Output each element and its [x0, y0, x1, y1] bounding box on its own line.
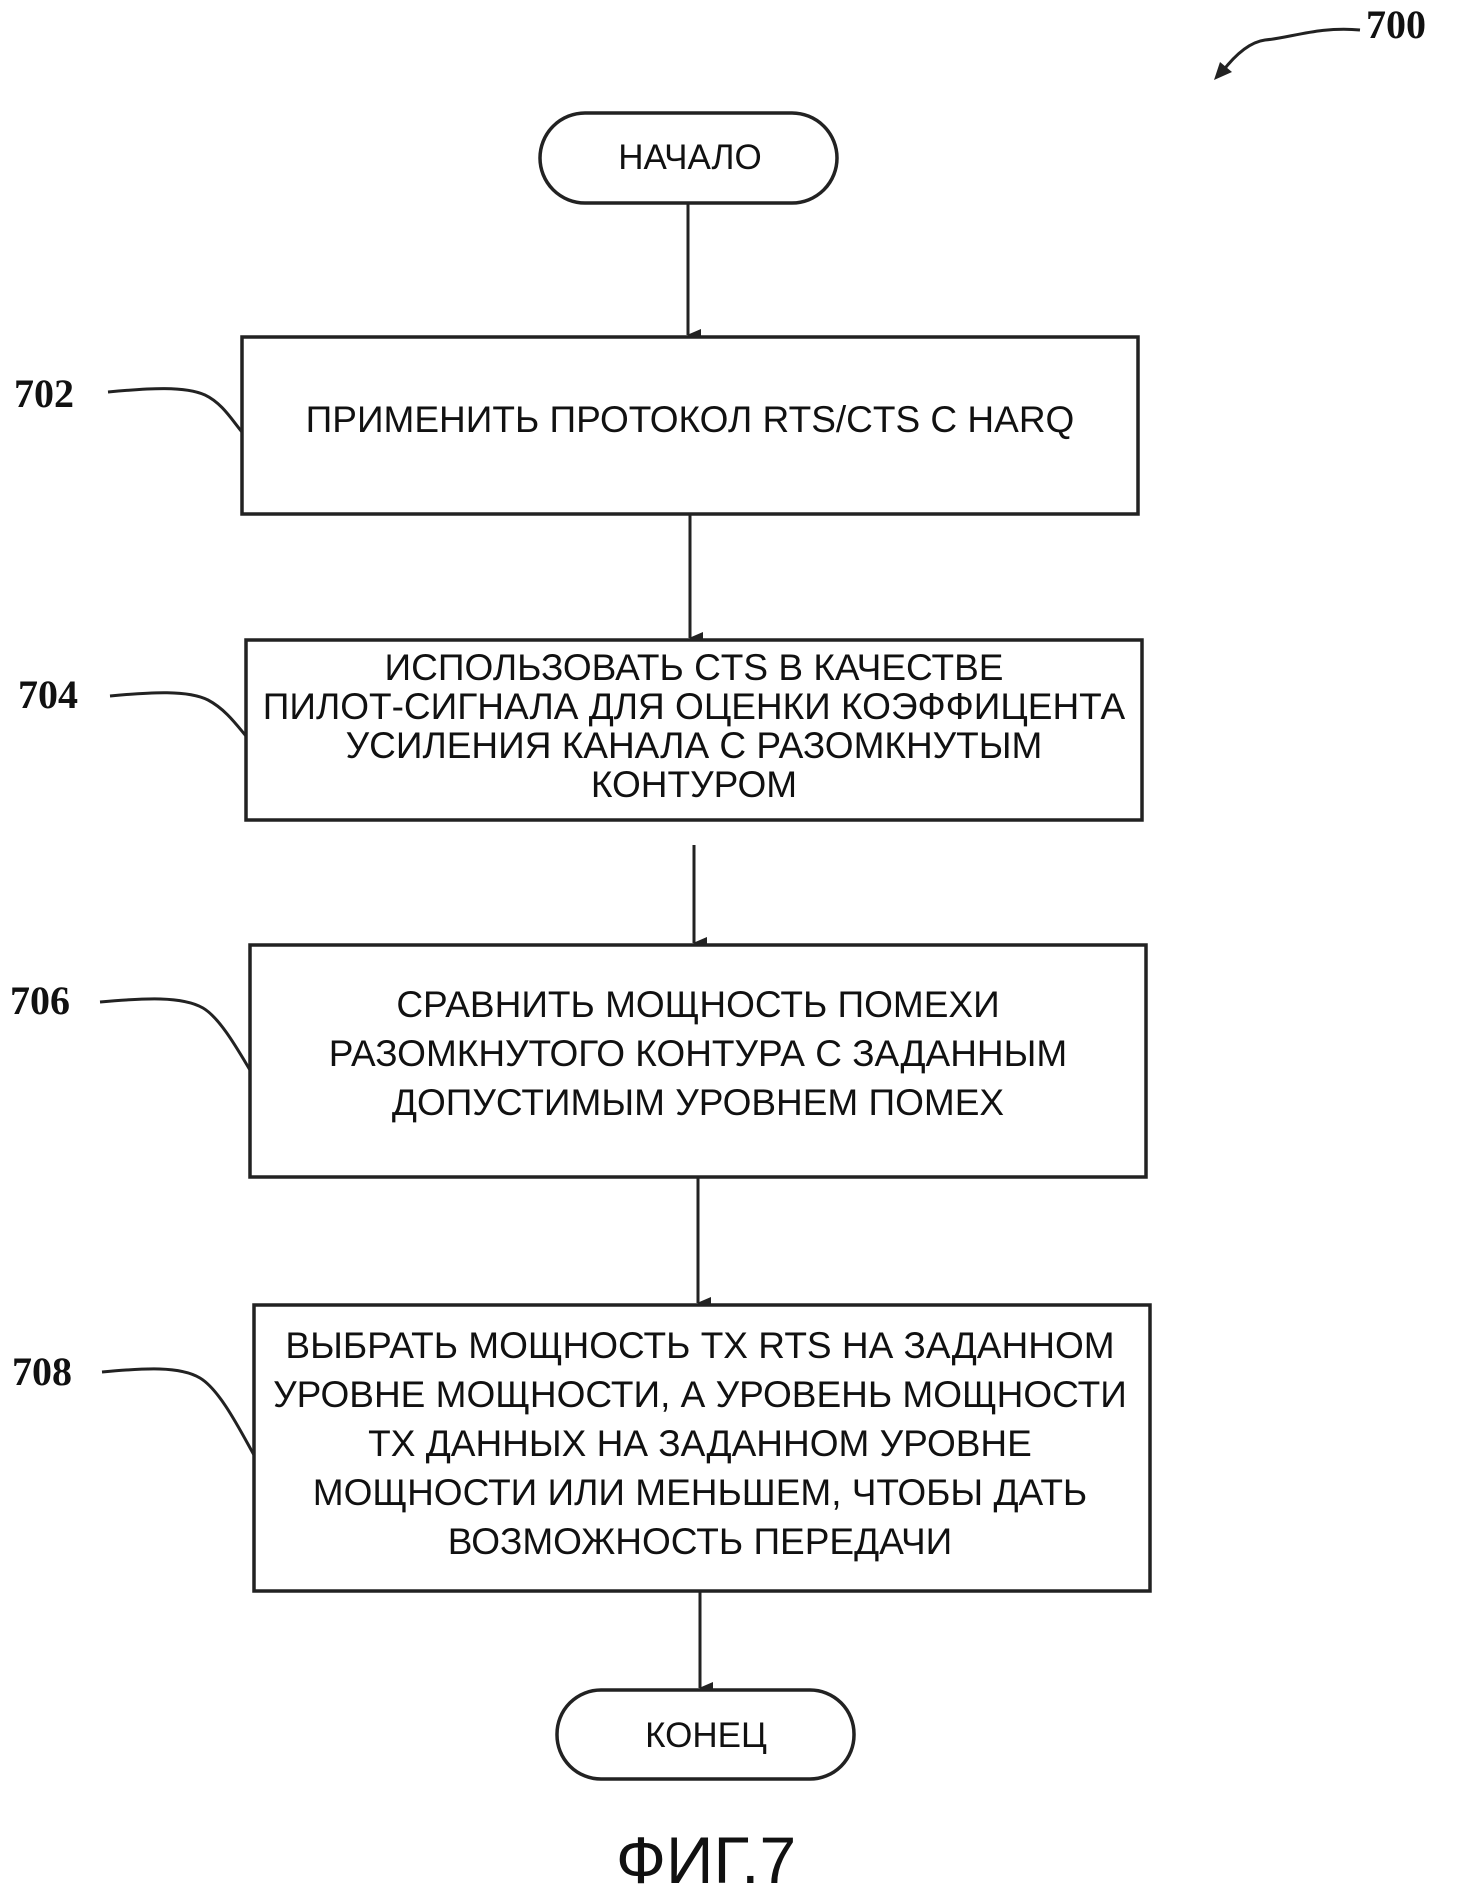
step-706-line-2: РАЗОМКНУТОГО КОНТУРА С ЗАДАННЫМ [329, 1033, 1067, 1074]
step-704: ИСПОЛЬЗОВАТЬ CTS В КАЧЕСТВЕ ПИЛОТ-СИГНАЛ… [18, 638, 1144, 822]
step-702-line-1: ПРИМЕНИТЬ ПРОТОКОЛ RTS/CTS C HARQ [306, 399, 1075, 440]
step-704-line-1: ИСПОЛЬЗОВАТЬ CTS В КАЧЕСТВЕ [385, 647, 1004, 688]
step-708-line-5: ВОЗМОЖНОСТЬ ПЕРЕДАЧИ [448, 1521, 952, 1562]
step-706-line-3: ДОПУСТИМЫМ УРОВНЕМ ПОМЕХ [392, 1082, 1004, 1123]
figure-number-pointer [1220, 27, 1361, 73]
step-706-ref: 706 [10, 978, 70, 1023]
step-702: ПРИМЕНИТЬ ПРОТОКОЛ RTS/CTS C HARQ 702 [14, 335, 1140, 516]
step-704-line-3: УСИЛЕНИЯ КАНАЛА С РАЗОМКНУТЫМ [346, 725, 1043, 766]
step-704-box [244, 638, 1144, 822]
step-708-line-2: УРОВНЕ МОЩНОСТИ, А УРОВЕНЬ МОЩНОСТИ [273, 1374, 1127, 1415]
start-terminal: НАЧАЛО [538, 111, 839, 205]
step-704-line-4: КОНТУРОМ [591, 764, 797, 805]
figure-number-arrowhead [1214, 62, 1232, 80]
end-terminal: КОНЕЦ [555, 1688, 856, 1781]
step-704-leader [109, 691, 248, 737]
start-terminal-label: НАЧАЛО [618, 138, 762, 177]
step-706-box [248, 943, 1148, 1179]
step-708-ref: 708 [12, 1349, 72, 1394]
step-706-leader [99, 997, 252, 1071]
figure-number-label: 700 [1214, 2, 1426, 80]
step-706-line-1: СРАВНИТЬ МОЩНОСТЬ ПОМЕХИ [396, 984, 999, 1025]
step-708: ВЫБРАТЬ МОЩНОСТЬ TX RTS НА ЗАДАННОМ УРОВ… [12, 1303, 1152, 1593]
figure-caption: ФИГ.7 [616, 1823, 796, 1897]
step-708-line-3: TX ДАННЫХ НА ЗАДАННОМ УРОВНЕ [368, 1423, 1032, 1464]
step-706: СРАВНИТЬ МОЩНОСТЬ ПОМЕХИ РАЗОМКНУТОГО КО… [10, 943, 1148, 1179]
figure-number: 700 [1366, 2, 1426, 47]
step-708-leader [101, 1367, 256, 1456]
end-terminal-shape [555, 1688, 856, 1781]
step-708-box [252, 1303, 1152, 1593]
step-704-line-2: ПИЛОТ-СИГНАЛА ДЛЯ ОЦЕНКИ КОЭФФИЦЕНТА [263, 686, 1126, 727]
step-702-box [240, 335, 1140, 516]
step-708-line-4: МОЩНОСТИ ИЛИ МЕНЬШЕМ, ЧТОБЫ ДАТЬ [313, 1472, 1087, 1513]
step-702-ref: 702 [14, 371, 74, 416]
step-704-ref: 704 [18, 672, 78, 717]
end-terminal-label: КОНЕЦ [645, 1716, 767, 1755]
step-708-line-1: ВЫБРАТЬ МОЩНОСТЬ TX RTS НА ЗАДАННОМ [285, 1325, 1114, 1366]
step-702-leader [107, 387, 244, 433]
